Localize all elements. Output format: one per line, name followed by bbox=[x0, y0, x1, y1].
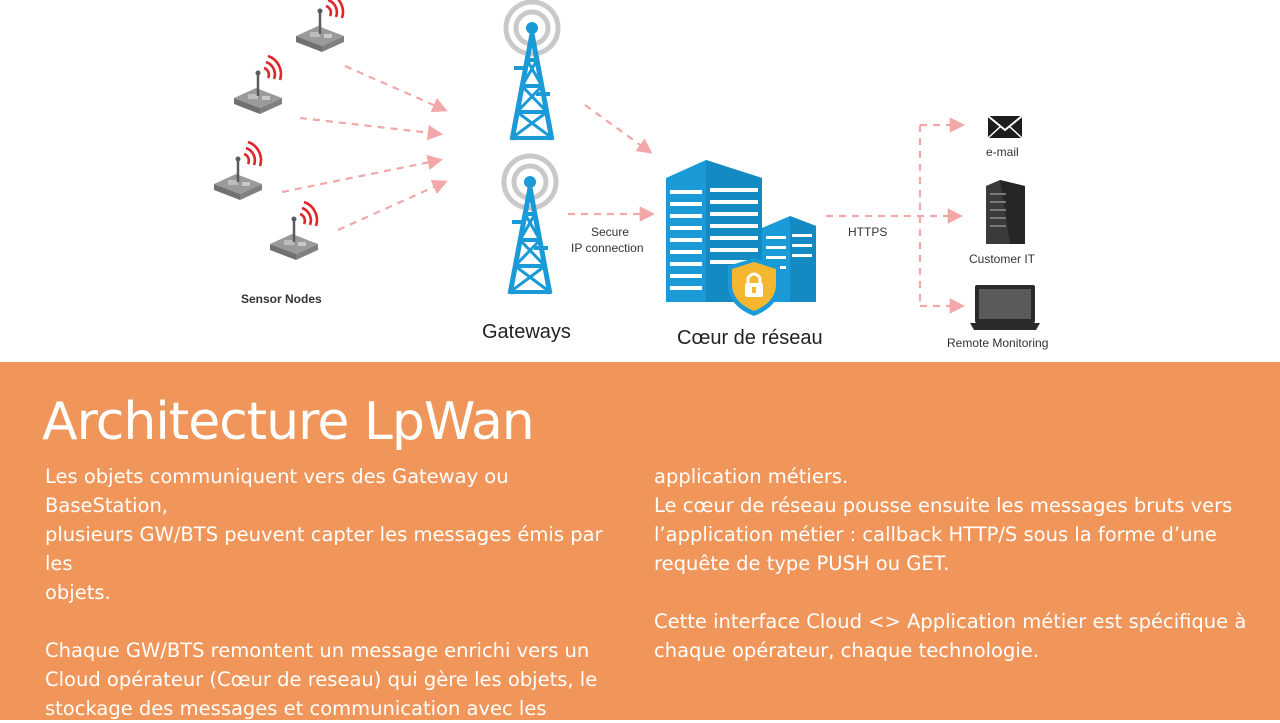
description-panel: Architecture LpWan Les objets communique… bbox=[0, 362, 1280, 720]
email-icon bbox=[987, 115, 1023, 139]
security-shield-icon bbox=[728, 258, 780, 316]
gateway-tower-icon bbox=[504, 156, 556, 294]
gateway-arrows bbox=[568, 104, 656, 222]
left-column: Les objets communiquent vers des Gateway… bbox=[45, 462, 635, 723]
ip-connection-label: IP connection bbox=[571, 241, 644, 255]
slide-title: Architecture LpWan bbox=[42, 392, 535, 452]
gateway-tower-icon bbox=[506, 2, 558, 140]
text-line: chaque opérateur, chaque technologie. bbox=[654, 639, 1039, 662]
email-label: e-mail bbox=[986, 145, 1019, 159]
sensor-arrows bbox=[281, 64, 448, 232]
output-arrows bbox=[826, 117, 966, 314]
text-line: l’application métier : callback HTTP/S s… bbox=[654, 523, 1217, 546]
text-line: Le cœur de réseau pousse ensuite les mes… bbox=[654, 494, 1233, 517]
text-line: requête de type PUSH ou GET. bbox=[654, 552, 950, 575]
customer-it-label: Customer IT bbox=[969, 252, 1036, 266]
text-line: stockage des messages et communication a… bbox=[45, 697, 547, 720]
text-line: plusieurs GW/BTS peuvent capter les mess… bbox=[45, 523, 603, 575]
architecture-diagram: Sensor Nodes Gateways Secure IP connecti… bbox=[212, 0, 1049, 350]
sensor-node-icon bbox=[294, 0, 346, 54]
text-line: Cette interface Cloud <> Application mét… bbox=[654, 610, 1247, 633]
right-column: application métiers. Le cœur de réseau p… bbox=[654, 462, 1254, 665]
text-line: Chaque GW/BTS remontent un message enric… bbox=[45, 639, 590, 662]
text-line: application métiers. bbox=[654, 465, 849, 488]
core-label: Cœur de réseau bbox=[677, 327, 823, 349]
https-label: HTTPS bbox=[848, 225, 888, 239]
diagram-graphics bbox=[212, 0, 1040, 330]
text-line: Cloud opérateur (Cœur de reseau) qui gèr… bbox=[45, 668, 598, 691]
text-line: Les objets communiquent vers des Gateway… bbox=[45, 465, 509, 517]
sensor-node-icon bbox=[268, 200, 320, 262]
laptop-icon bbox=[970, 285, 1040, 330]
sensor-nodes-label: Sensor Nodes bbox=[241, 292, 322, 306]
server-icon bbox=[986, 180, 1025, 244]
secure-label: Secure bbox=[591, 225, 630, 239]
sensor-node-icon bbox=[212, 140, 264, 202]
text-line: objets. bbox=[45, 581, 111, 604]
remote-monitoring-label: Remote Monitoring bbox=[947, 336, 1049, 350]
gateways-label: Gateways bbox=[482, 321, 571, 343]
sensor-node-icon bbox=[232, 54, 284, 116]
